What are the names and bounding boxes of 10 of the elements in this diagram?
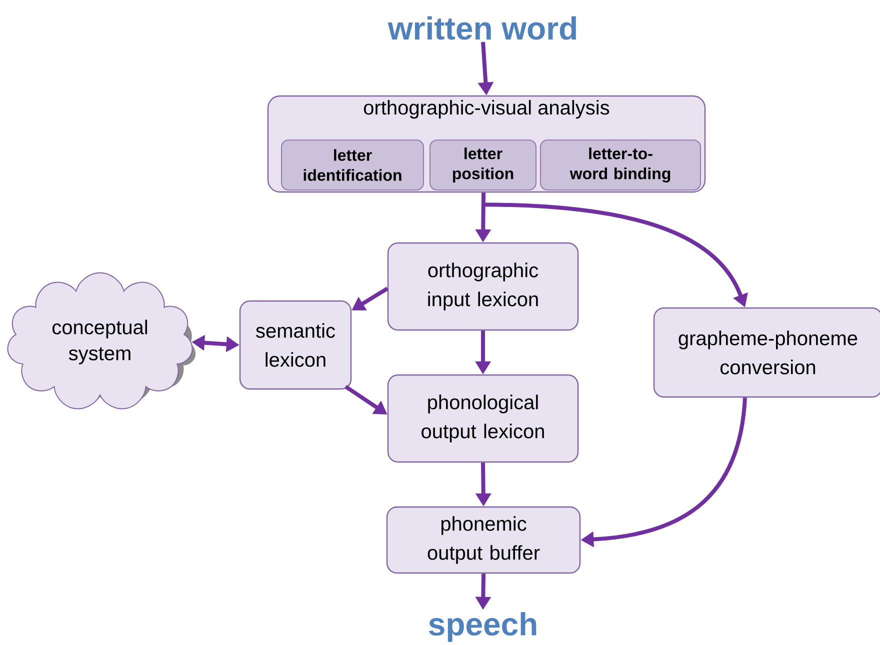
heading-text: written word [388, 16, 576, 40]
process-box: phonological output lexicon [387, 374, 579, 463]
process-box: letter position [430, 140, 536, 190]
process-box: letter identification [281, 140, 424, 190]
process-box: grapheme-phoneme conversion [653, 307, 880, 398]
process-box: orthographic input lexicon [387, 242, 579, 331]
process-box: phonemic output buffer [386, 506, 581, 574]
process-box: letter-to-word binding [540, 140, 701, 190]
heading-text: speech [429, 612, 536, 642]
process-box: semantic lexicon [239, 300, 352, 390]
